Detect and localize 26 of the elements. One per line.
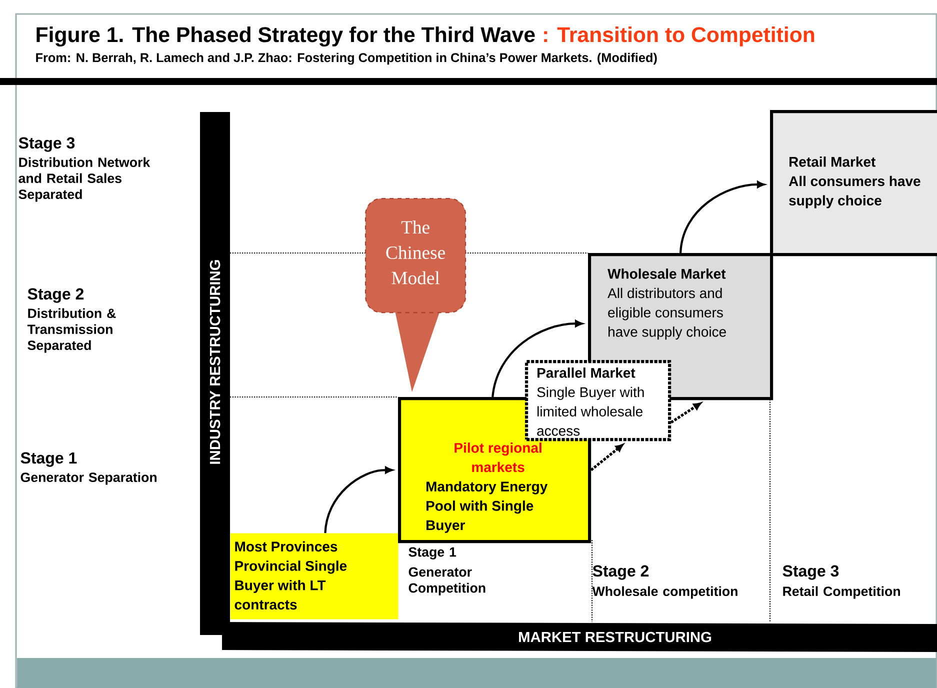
market-box: Retail Market All consumers have supply choice bbox=[770, 110, 937, 256]
stage-label: Distribution & Transmission Separated bbox=[27, 308, 116, 353]
title: Figure 1. The Phased Strategy for the Third Wave bbox=[36, 26, 535, 47]
stage-label: Distribution Network and Retail Sales Separated bbox=[18, 157, 150, 202]
provinces-box: Most Provinces Provincial Single Buyer with LT contracts bbox=[230, 533, 398, 620]
stage-label: Stage 2 bbox=[592, 565, 649, 580]
stage-label: Retail Competition bbox=[783, 586, 900, 599]
callout-bubble: The Chinese Model bbox=[365, 198, 466, 392]
stage-label: Generator Separation bbox=[20, 472, 156, 485]
stage-label: Stage 2 bbox=[28, 288, 84, 303]
stage-label: Stage 1 bbox=[408, 547, 456, 560]
axis-bar: MARKET RESTRUCTURING bbox=[222, 622, 937, 652]
stage-label: Stage 3 bbox=[782, 565, 839, 580]
stage-label: Wholesale competition bbox=[592, 586, 738, 599]
parallel-market-box: Parallel Market Single Buyer with limited wholesale access bbox=[525, 360, 672, 442]
arrow bbox=[492, 320, 583, 398]
arrow bbox=[590, 444, 624, 472]
axis-bar: INDUSTRY RESTRUCTURING bbox=[200, 112, 230, 635]
title: : Transition to Competition bbox=[544, 26, 814, 46]
arrow bbox=[670, 402, 702, 424]
stage-label: Stage 3 bbox=[18, 137, 75, 152]
stage-label: Stage 1 bbox=[20, 452, 77, 467]
arrow bbox=[324, 466, 393, 534]
subtitle: From: N. Berrah, R. Lamech and J.P. Zhao: Fostering Competition in China’s Power Markets. (Modified) bbox=[36, 52, 657, 65]
arrow bbox=[679, 181, 765, 254]
stage-label: Generator Competition bbox=[408, 567, 486, 596]
